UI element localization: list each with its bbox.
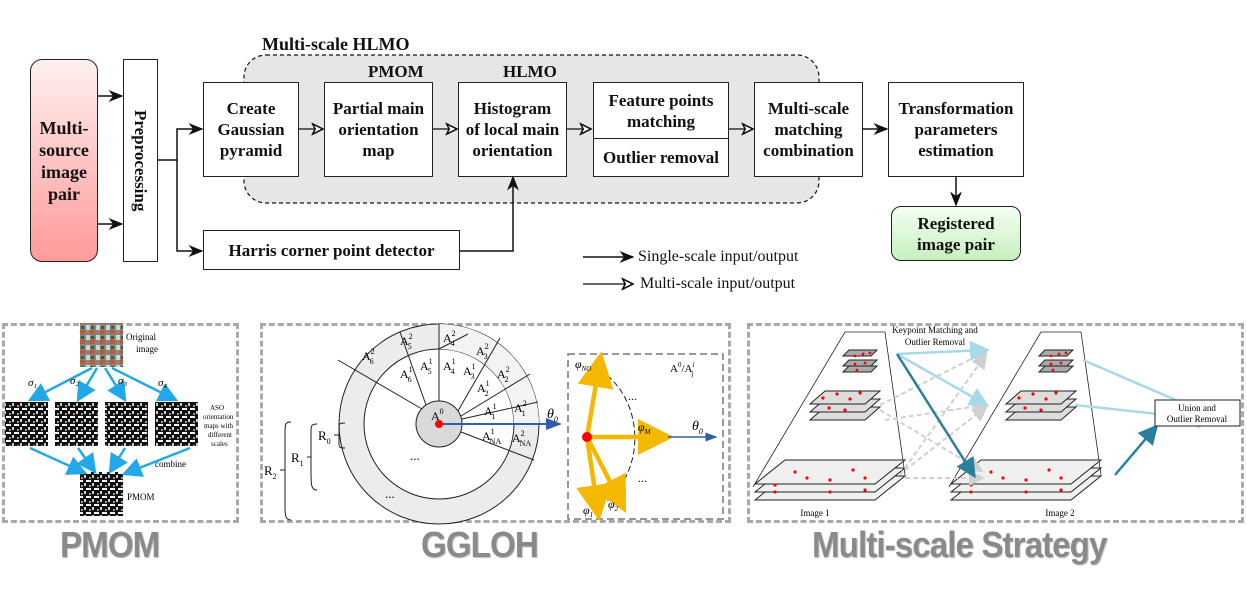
radius-r1: R1: [291, 450, 304, 468]
pmom-illustration: Original image σ₁ σ₂ σ₃ σ₄ ASO orientati…: [5, 323, 234, 516]
legend-single-scale: Single-scale input/output: [638, 248, 799, 265]
aso-label: ASO: [210, 404, 224, 412]
matching-label-2: Outlier Removal: [905, 337, 966, 347]
svg-text:maps with: maps with: [204, 422, 233, 430]
theta-label: θ0: [547, 407, 558, 424]
group-title: Multi-scale HLMO: [262, 34, 410, 54]
svg-text:A12: A12: [477, 379, 490, 398]
svg-text:A24: A24: [443, 329, 456, 348]
svg-text:A25: A25: [400, 332, 413, 351]
phi-m: φM: [638, 420, 652, 436]
outlier-removal-cell: Outlier removal: [594, 139, 728, 175]
image1-label: Image 1: [800, 508, 829, 518]
phi-2: φ2: [608, 497, 619, 513]
sigma-3: σ₃: [118, 375, 127, 387]
union-label-1: Union and: [1178, 403, 1216, 413]
svg-text:A11: A11: [484, 402, 497, 421]
svg-text:A16: A16: [400, 365, 413, 384]
orientation-inset: [567, 353, 724, 520]
svg-text:A22: A22: [497, 365, 510, 384]
pmom-label: PMOM: [368, 62, 424, 81]
combine-label: combine: [155, 459, 186, 469]
svg-text:A23: A23: [476, 342, 489, 361]
aso-map-1: [5, 402, 48, 446]
caption-pmom: PMOM: [60, 524, 160, 565]
strategy-illustration: Union and Outlier Removal Keypoint Match…: [752, 325, 1241, 518]
svg-text:A26: A26: [362, 347, 375, 366]
union-outlier-box: [1154, 399, 1241, 427]
multiscale-combination-node: Multi-scale matching combination: [754, 82, 863, 177]
harris-detector-node: Harris corner point detector: [203, 230, 460, 270]
pmom-map-label: PMOM: [127, 492, 155, 502]
preprocessing-node: Preprocessing: [123, 59, 158, 262]
svg-text:A21: A21: [514, 399, 527, 418]
hlmo-label: HLMO: [503, 62, 557, 81]
matching-node: Feature points matching Outlier removal: [593, 82, 729, 177]
preprocessing-label: Preprocessing: [131, 109, 150, 212]
caption-ggloh: GGLOH: [421, 524, 539, 565]
svg-text:scales: scales: [211, 440, 228, 448]
transformation-estimation-node: Transformation parameters estimation: [888, 82, 1024, 177]
ggloh-panel: [260, 323, 731, 523]
svg-text:θ0: θ0: [692, 419, 703, 436]
union-label-2: Outlier Removal: [1167, 414, 1228, 424]
hlmo-node: Histogram of local main orientation: [458, 82, 567, 177]
inset-ellipsis-top: ...: [628, 389, 637, 403]
legend-multi-scale: Multi-scale input/output: [640, 275, 796, 292]
svg-text:A14: A14: [443, 357, 456, 376]
sigma-2: σ₂: [70, 375, 79, 387]
ellipsis-outer: ...: [385, 486, 395, 501]
image2-label: Image 2: [1045, 508, 1074, 518]
center-keypoint: [435, 420, 443, 428]
sigma-4: σ₄: [158, 377, 167, 389]
aso-map-3: [105, 402, 148, 446]
registered-image-node: Registered image pair: [891, 206, 1021, 261]
matching-label-1: Keypoint Matching and: [892, 325, 978, 335]
pmom-result-map: [80, 472, 123, 516]
svg-text:A15: A15: [420, 357, 433, 376]
radius-r2: R2: [264, 463, 277, 481]
image2-pyramid: [948, 331, 1102, 501]
ellipsis-inner: ...: [410, 448, 420, 463]
source-image-pair-node: Multi- source image pair: [30, 59, 98, 262]
phi-no: φNO: [575, 357, 591, 373]
svg-text:different: different: [208, 431, 232, 439]
inset-keypoint: [582, 432, 592, 442]
sigma-1: σ₁: [28, 377, 37, 389]
inset-ellipsis-bottom: ...: [638, 471, 647, 485]
original-image-label-2: image: [136, 344, 158, 354]
aso-map-4: [155, 402, 198, 446]
radius-r0: R0: [318, 428, 331, 446]
svg-text:orientation: orientation: [203, 413, 234, 421]
pmom-node: Partial main orientation map: [324, 82, 433, 177]
aso-map-2: [55, 402, 98, 446]
original-image-thumbnail: [80, 323, 123, 367]
strategy-panel: [747, 323, 1244, 523]
phi-1: φ1: [583, 503, 593, 519]
original-image-label: Original: [126, 332, 156, 342]
gaussian-pyramid-node: Create Gaussian pyramid: [203, 82, 299, 177]
image1-pyramid: [752, 331, 906, 501]
caption-strategy: Multi-scale Strategy: [812, 524, 1107, 565]
svg-text:A13: A13: [463, 362, 476, 381]
feature-matching-cell: Feature points matching: [594, 83, 728, 139]
